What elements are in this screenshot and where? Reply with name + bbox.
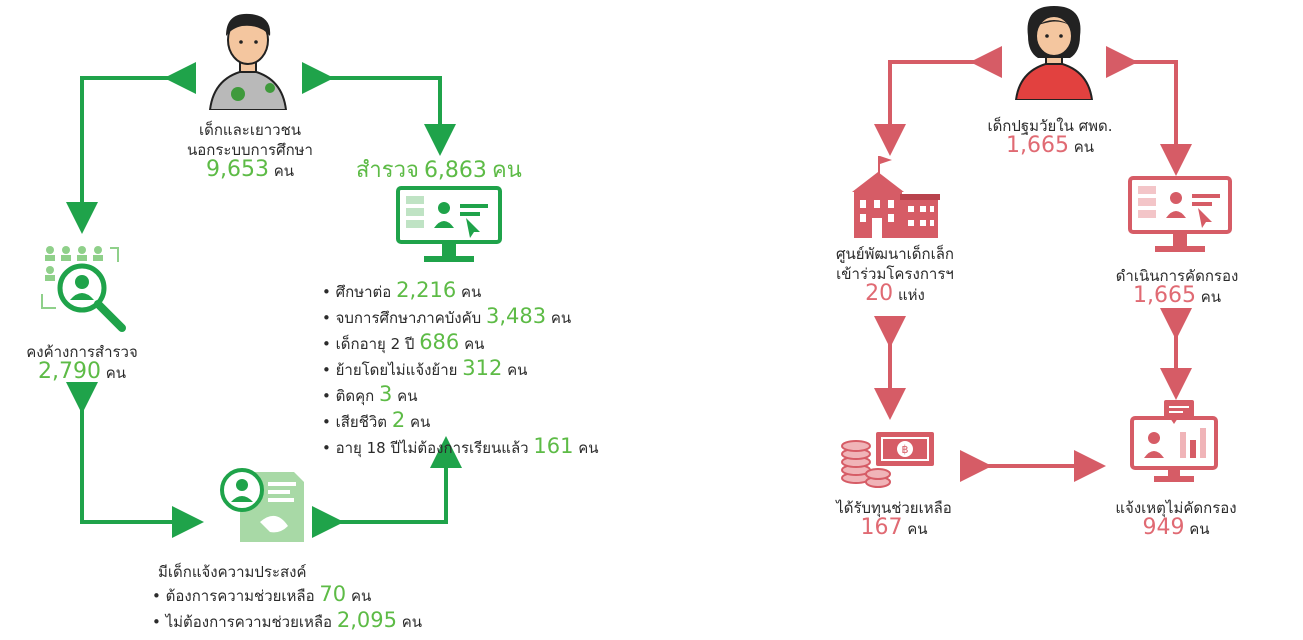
children-count: 9,653 คน — [150, 157, 350, 182]
screening-unit: คน — [1200, 288, 1222, 306]
centers-value: 20 — [865, 281, 894, 306]
wish-item: • ไม่ต้องการความช่วยเหลือ 2,095 คน — [152, 608, 423, 632]
girl-avatar-icon — [1010, 2, 1098, 101]
left-arrows — [66, 62, 462, 538]
children-unit: คน — [273, 162, 295, 180]
result-label: เสียชีวิต — [335, 413, 388, 431]
coins-money-icon: ฿ — [840, 424, 936, 490]
result-unit: คน — [409, 413, 431, 431]
result-value: 2,216 — [396, 278, 457, 302]
monitor-profile-icon — [396, 186, 502, 266]
result-label: ติดคุก — [335, 387, 375, 405]
school-building-icon — [848, 156, 940, 240]
monitor-report-icon — [1130, 400, 1226, 484]
children-line2: นอกระบบการศึกษา — [187, 141, 313, 159]
result-label: ศึกษาต่อ — [335, 283, 392, 301]
svg-text:฿: ฿ — [902, 443, 909, 456]
survey-result-item: • อายุ 18 ปีไม่ต้องการเรียนแล้ว 161 คน — [322, 434, 599, 458]
wish-value: 2,095 — [336, 608, 397, 632]
wish-item: • ต้องการความช่วยเหลือ 70 คน — [152, 582, 372, 606]
screening-label: ดำเนินการคัดกรอง 1,665 คน — [1082, 266, 1272, 307]
early-unit: คน — [1073, 138, 1095, 156]
pending-unit: คน — [105, 364, 127, 382]
result-unit: คน — [460, 283, 482, 301]
centers-unit: แห่ง — [897, 286, 925, 304]
funding-unit: คน — [907, 520, 928, 538]
boy-avatar-icon — [204, 6, 292, 111]
report-value: 949 — [1142, 515, 1185, 540]
survey-result-item: • ศึกษาต่อ 2,216 คน — [322, 278, 482, 302]
screening-value: 1,665 — [1132, 283, 1196, 308]
screening-count: 1,665 คน — [1082, 283, 1272, 308]
survey-value: 6,863 — [423, 158, 487, 183]
wish-unit: คน — [401, 613, 423, 631]
report-unit: คน — [1189, 520, 1210, 538]
report-text: แจ้งเหตุไม่คัดกรอง — [1115, 499, 1237, 517]
centers-label: ศูนย์พัฒนาเด็กเล็ก เข้าร่วมโครงการฯ 20 แ… — [800, 244, 990, 305]
wish-unit: คน — [350, 587, 372, 605]
result-unit: คน — [464, 335, 485, 353]
funding-value: 167 — [860, 515, 903, 540]
children-value: 9,653 — [205, 157, 269, 182]
wish-label: ไม่ต้องการความช่วยเหลือ — [165, 613, 333, 631]
result-value: 161 — [533, 434, 574, 458]
centers-line2: เข้าร่วมโครงการฯ — [836, 265, 954, 283]
wishes-list: • ต้องการความช่วยเหลือ 70 คน • ไม่ต้องกา… — [152, 582, 422, 634]
funding-label: ได้รับทุนช่วยเหลือ 167 คน — [804, 498, 984, 539]
result-label: ย้ายโดยไม่แจ้งย้าย — [335, 361, 458, 379]
pending-text: คงค้างการสำรวจ — [26, 343, 138, 361]
wish-value: 70 — [319, 582, 347, 606]
survey-result-item: • เสียชีวิต 2 คน — [322, 408, 431, 432]
screening-text: ดำเนินการคัดกรอง — [1115, 267, 1239, 285]
result-unit: คน — [397, 387, 418, 405]
early-label: เด็กปฐมวัยใน ศพด. 1,665 คน — [950, 116, 1150, 157]
report-count: 949 คน — [1086, 515, 1266, 540]
result-value: 3 — [379, 382, 393, 406]
result-label: เด็กอายุ 2 ปี — [335, 335, 415, 353]
children-label: เด็กและเยาวชน นอกระบบการศึกษา 9,653 คน — [150, 120, 350, 181]
survey-prefix: สำรวจ — [356, 158, 419, 183]
report-label: แจ้งเหตุไม่คัดกรอง 949 คน — [1086, 498, 1266, 539]
search-people-icon — [40, 244, 130, 332]
result-unit: คน — [550, 309, 572, 327]
survey-result-item: • ติดคุก 3 คน — [322, 382, 418, 406]
early-value: 1,665 — [1005, 133, 1069, 158]
result-unit: คน — [578, 439, 599, 457]
result-value: 2 — [391, 408, 406, 432]
result-label: จบการศึกษาภาคบังคับ — [335, 309, 482, 327]
survey-title: สำรวจ 6,863 คน — [356, 152, 522, 187]
result-label: อายุ 18 ปีไม่ต้องการเรียนแล้ว — [335, 439, 529, 457]
result-value: 686 — [419, 330, 460, 354]
children-line1: เด็กและเยาวชน — [198, 121, 302, 139]
document-profile-icon — [216, 468, 308, 546]
wish-label: ต้องการความช่วยเหลือ — [165, 587, 315, 605]
early-text: เด็กปฐมวัยใน ศพด. — [987, 117, 1113, 135]
survey-results-list: • ศึกษาต่อ 2,216 คน • จบการศึกษาภาคบังคั… — [322, 278, 599, 460]
wishes-title: มีเด็กแจ้งความประสงค์ — [158, 563, 307, 581]
pending-label: คงค้างการสำรวจ 2,790 คน — [0, 342, 164, 383]
survey-result-item: • ย้ายโดยไม่แจ้งย้าย 312 คน — [322, 356, 528, 380]
survey-result-item: • จบการศึกษาภาคบังคับ 3,483 คน — [322, 304, 572, 328]
result-value: 3,483 — [485, 304, 547, 328]
centers-count: 20 แห่ง — [800, 281, 990, 306]
monitor-screening-icon — [1128, 176, 1232, 256]
pending-count: 2,790 คน — [0, 359, 164, 384]
pending-value: 2,790 — [37, 359, 101, 384]
result-value: 312 — [462, 356, 503, 380]
funding-text: ได้รับทุนช่วยเหลือ — [836, 499, 952, 517]
centers-line1: ศูนย์พัฒนาเด็กเล็ก — [835, 245, 955, 263]
survey-unit: คน — [492, 158, 522, 183]
funding-count: 167 คน — [804, 515, 984, 540]
result-unit: คน — [507, 361, 528, 379]
early-count: 1,665 คน — [950, 133, 1150, 158]
survey-result-item: • เด็กอายุ 2 ปี 686 คน — [322, 330, 485, 354]
right-arrows — [874, 46, 1192, 482]
